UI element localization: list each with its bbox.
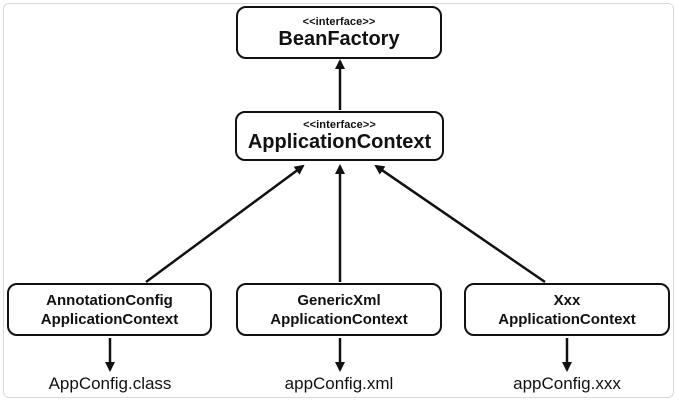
edge-annotation-to-appcontext (145, 164, 305, 284)
config-source-annotation: AppConfig.class (48, 374, 172, 393)
annotation-config-line1: AnnotationConfig (46, 291, 173, 309)
edge-xxx-to-appcontext (374, 164, 546, 284)
node-generic-xml-application-context: GenericXml ApplicationContext (236, 283, 442, 336)
node-bean-factory: <<interface>> BeanFactory (236, 6, 442, 59)
xxx-line1: Xxx (553, 291, 581, 309)
application-context-stereotype: <<interface>> (303, 119, 376, 131)
xxx-line2: ApplicationContext (498, 310, 636, 328)
annotation-config-line2: ApplicationContext (40, 310, 179, 328)
bean-factory-name: BeanFactory (278, 27, 400, 50)
config-source-generic-xml: appConfig.xml (284, 374, 394, 393)
diagram-frame (3, 3, 674, 398)
node-annotation-config-application-context: AnnotationConfig ApplicationContext (7, 283, 212, 336)
generic-xml-line1: GenericXml (297, 291, 381, 309)
application-context-name: ApplicationContext (247, 131, 432, 153)
generic-xml-line2: ApplicationContext (270, 310, 408, 328)
bean-factory-stereotype: <<interface>> (302, 15, 376, 28)
node-xxx-application-context: Xxx ApplicationContext (464, 283, 670, 336)
node-application-context: <<interface>> ApplicationContext (235, 111, 444, 161)
config-source-xxx: appConfig.xxx (513, 374, 621, 393)
